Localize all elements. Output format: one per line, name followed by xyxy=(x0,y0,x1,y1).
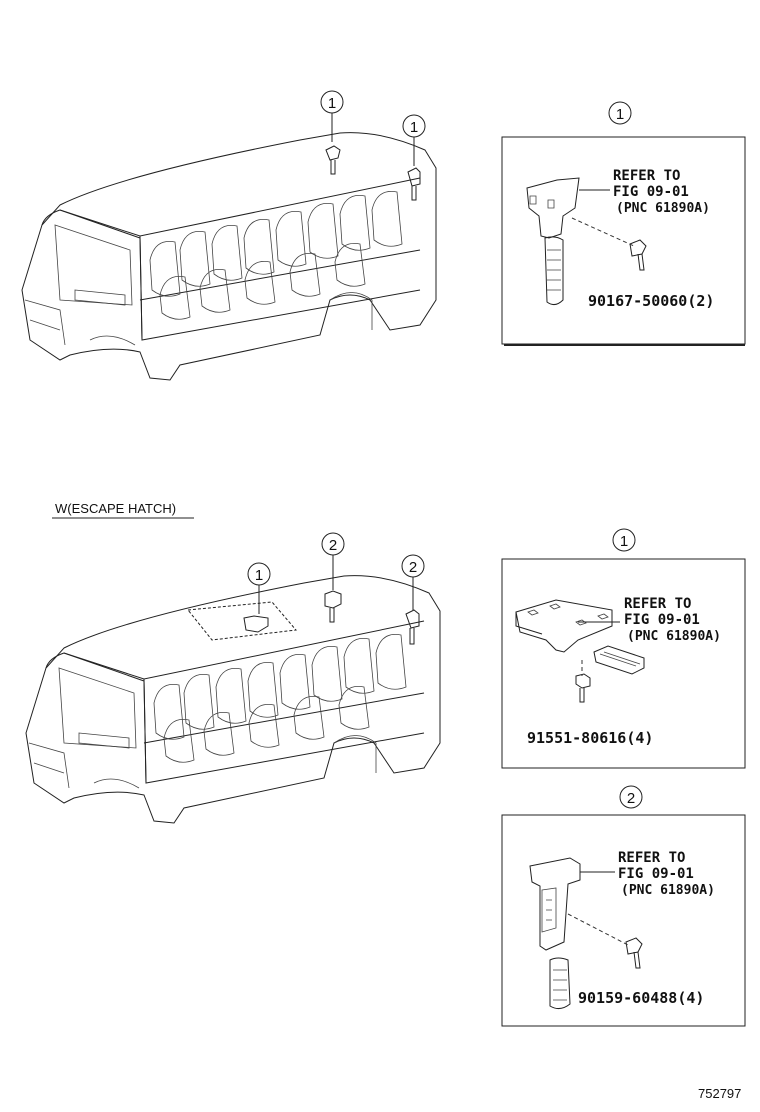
svg-text:1: 1 xyxy=(410,119,418,136)
refer-text-2: FIG 09-01 xyxy=(613,184,689,200)
hook-part-illustration xyxy=(529,857,643,1010)
callout-bottom-2a: 2 xyxy=(321,532,345,590)
refer-text-3: (PNC 61890A) xyxy=(621,883,715,898)
svg-text:2: 2 xyxy=(409,559,417,576)
variant-label: W(ESCAPE HATCH) xyxy=(52,501,194,519)
callout-top-1b: 1 xyxy=(402,114,426,166)
svg-text:1: 1 xyxy=(620,533,628,550)
part-number: 91551-80616(4) xyxy=(527,729,653,747)
callout-top-1a: 1 xyxy=(320,90,344,142)
svg-text:2: 2 xyxy=(329,537,337,554)
refer-text-2: FIG 09-01 xyxy=(624,612,700,628)
hook-part-illustration xyxy=(526,177,647,306)
refer-text-1: REFER TO xyxy=(613,168,680,184)
refer-text-3: (PNC 61890A) xyxy=(616,201,710,216)
callout-bottom-2b: 2 xyxy=(401,554,425,610)
seats-top xyxy=(149,191,403,320)
svg-text:W(ESCAPE HATCH): W(ESCAPE HATCH) xyxy=(55,501,176,516)
svg-text:1: 1 xyxy=(328,95,336,112)
refer-text-2: FIG 09-01 xyxy=(618,866,694,882)
svg-text:2: 2 xyxy=(627,790,635,807)
callout-bottom-1: 1 xyxy=(247,562,271,614)
escape-hatch-outline xyxy=(187,601,297,641)
part-number: 90159-60488(4) xyxy=(578,989,704,1007)
detail-box-bottom-2: 2 REFER TO FIG 09-01 (PNC 61890A) 90159-… xyxy=(501,785,746,1027)
refer-text-1: REFER TO xyxy=(618,850,685,866)
seats-bottom xyxy=(153,634,407,763)
refer-text-1: REFER TO xyxy=(624,596,691,612)
van-illustration-bottom xyxy=(25,575,441,824)
detail-box-bottom-1: 1 REFER TO FIG 09-01 (PNC 61890A) 91551-… xyxy=(501,528,746,769)
refer-text-3: (PNC 61890A) xyxy=(627,629,721,644)
van-illustration-top xyxy=(21,132,437,381)
detail-box-top: 1 REFER TO FIG 09-01 (PNC 61890A) 90167-… xyxy=(501,101,746,346)
hatch-handle-location xyxy=(243,615,269,633)
hatch-handle-part-illustration xyxy=(515,599,645,703)
part-number: 90167-50060(2) xyxy=(588,292,714,310)
svg-text:1: 1 xyxy=(255,567,263,584)
figure-id: 752797 xyxy=(698,1086,741,1101)
svg-text:1: 1 xyxy=(616,106,624,123)
